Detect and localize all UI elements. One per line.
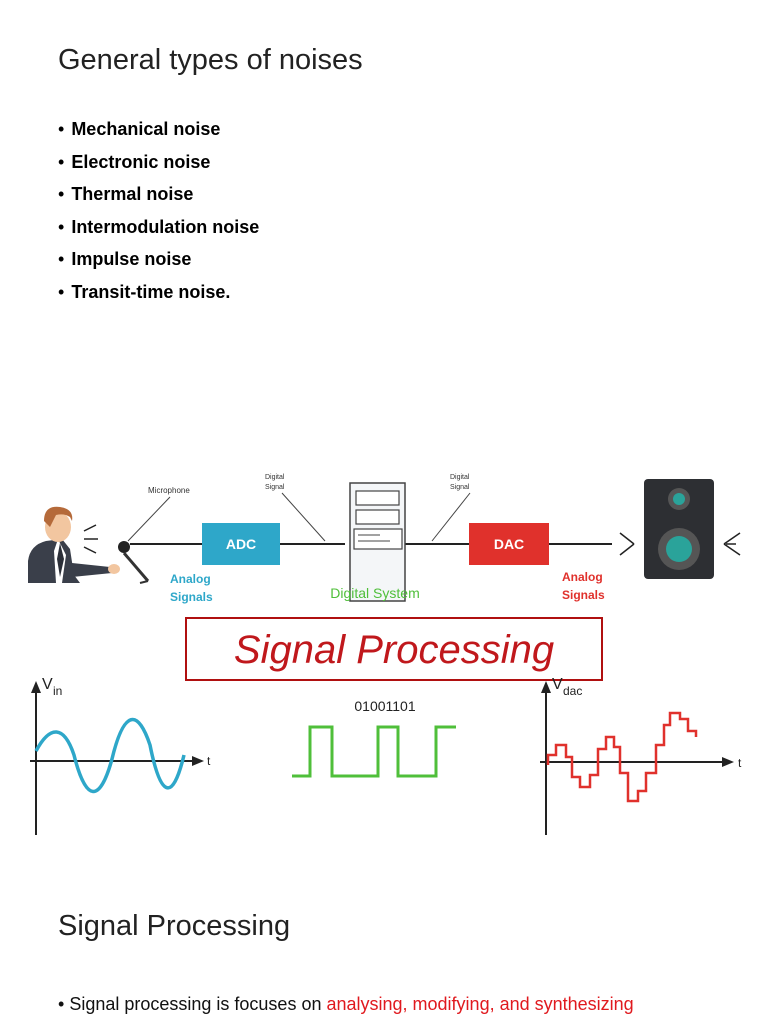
digital-waveform (292, 725, 456, 778)
signal-processing-banner (185, 617, 603, 681)
microphone-icon (118, 541, 150, 584)
bullet-icon: • (58, 184, 65, 205)
computer-icon (349, 482, 406, 602)
list-item: • Mechanical noise (58, 116, 259, 149)
description-text: Signal processing is focuses on (69, 994, 327, 1014)
digital-system-label: Digital System (330, 585, 419, 601)
bullet-icon: • (58, 994, 65, 1014)
loudspeaker-icon (619, 479, 741, 579)
analog-output-plot: V dac t (540, 676, 742, 835)
list-item-label: Intermodulation noise (71, 216, 260, 237)
vin-label: V (42, 676, 53, 693)
list-item-label: Impulse noise (71, 249, 192, 270)
digital-signal-label-2b: Signal (450, 484, 470, 491)
dac-block (469, 523, 549, 565)
bullet-icon: • (58, 216, 65, 237)
analog-output-waveform (546, 711, 698, 803)
signal-processing-description: • Signal processing is focuses on analys… (58, 994, 634, 1015)
page-title: General types of noises (58, 44, 363, 76)
binary-label: 01001101 (354, 698, 415, 714)
adc-block (202, 523, 280, 565)
list-item: • Impulse noise (58, 246, 259, 279)
adc-label: ADC (226, 536, 256, 552)
speaker-person-icon (28, 506, 120, 583)
analog-input-plot: V in t (30, 676, 211, 835)
t-axis-label-1: t (207, 754, 211, 768)
digital-signal-label-1: Digital (265, 474, 285, 481)
bullet-icon: • (58, 151, 65, 172)
list-item: • Intermodulation noise (58, 214, 259, 247)
sound-wave-icon (83, 524, 98, 554)
list-item-label: Electronic noise (71, 151, 211, 172)
analog-signals-in-label: Analog (170, 572, 211, 586)
analog-signals-out-label: Analog (562, 570, 603, 584)
list-item: • Transit-time noise. (58, 279, 259, 312)
vin-subscript: in (53, 684, 62, 698)
vdac-subscript: dac (563, 684, 582, 698)
analog-signals-in-label-2: Signals (170, 590, 213, 604)
digital-signal-plot: 01001101 (292, 698, 456, 778)
description-highlight: analysing, modifying, and synthesizing (326, 994, 634, 1014)
digital-signal-label-2: Digital (450, 474, 470, 481)
list-item: • Thermal noise (58, 181, 259, 214)
noise-types-list: • Mechanical noise • Electronic noise • The… (58, 116, 259, 312)
signal-processing-diagram: Microphone ADC Analog Signals Digital Si… (28, 474, 742, 835)
digital-signal-label-1b: Signal (265, 484, 285, 491)
list-item: • Electronic noise (58, 149, 259, 182)
bullet-icon: • (58, 119, 65, 139)
bullet-icon: • (58, 249, 65, 270)
list-item-label: Thermal noise (71, 184, 194, 205)
analog-input-waveform (34, 717, 186, 794)
section-title: Signal Processing (58, 910, 291, 942)
dac-label: DAC (494, 536, 524, 552)
analog-signals-out-label-2: Signals (562, 588, 605, 602)
microphone-label: Microphone (148, 486, 190, 495)
list-item-label: Mechanical noise (71, 119, 221, 139)
bullet-icon: • (58, 281, 65, 302)
banner-title: Signal Processing (234, 628, 554, 672)
list-item-label: Transit-time noise. (71, 281, 231, 302)
vdac-label: V (552, 676, 563, 693)
t-axis-label-2: t (738, 756, 742, 770)
